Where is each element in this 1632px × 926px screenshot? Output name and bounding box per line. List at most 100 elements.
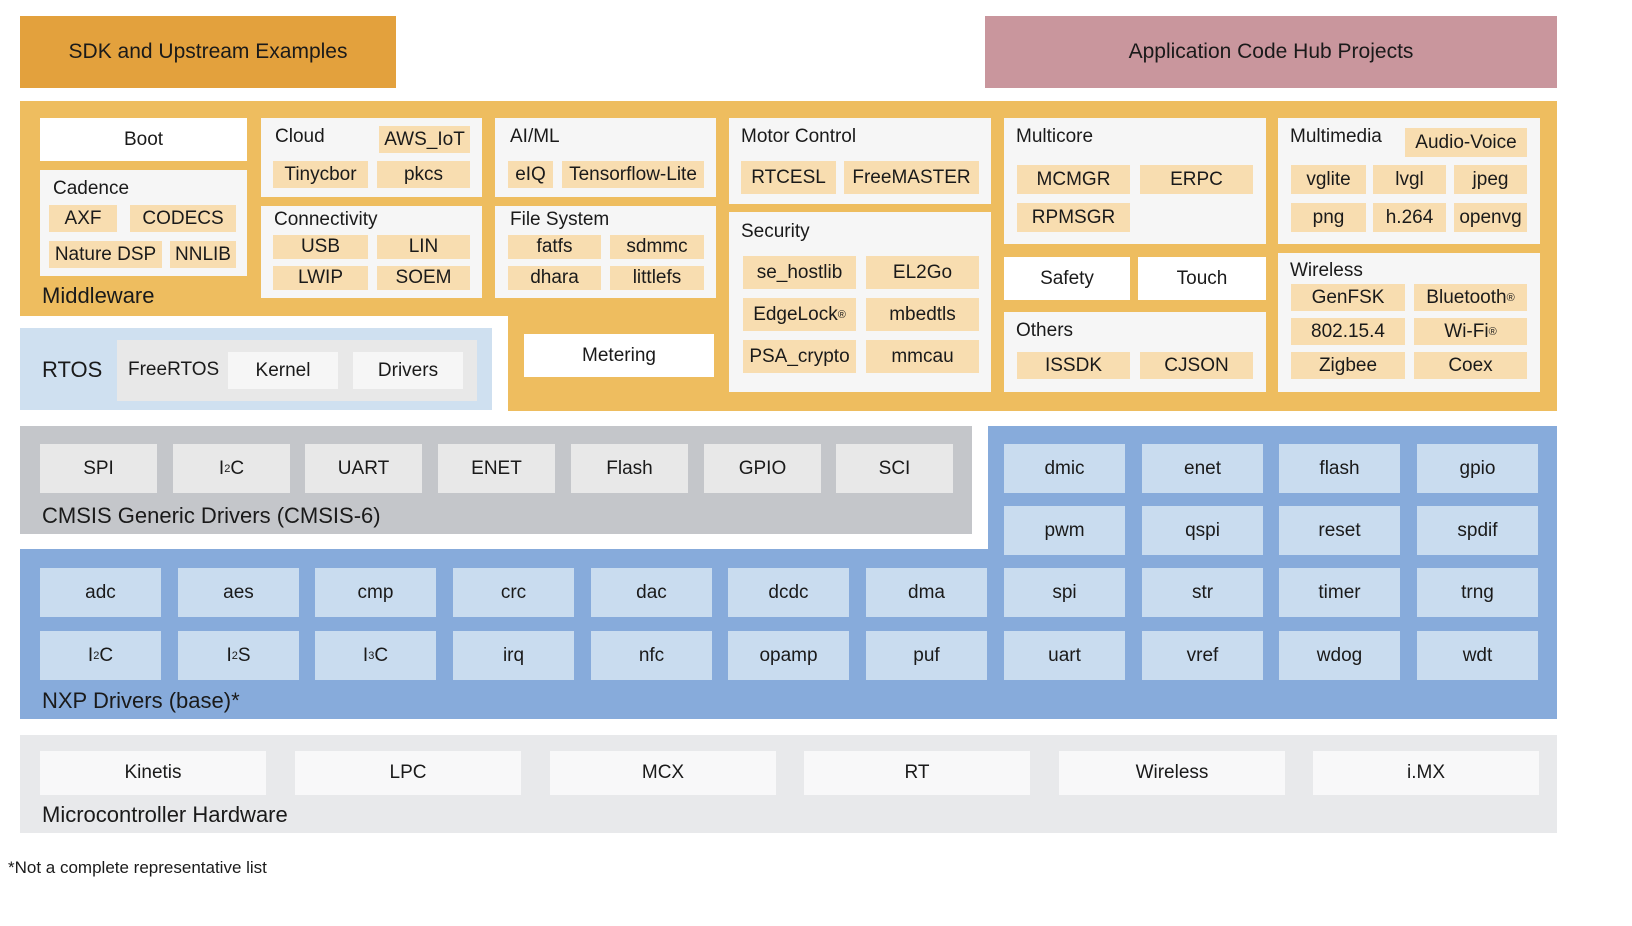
filesystem-item: fatfs — [508, 235, 601, 259]
nxp-driver: enet — [1142, 444, 1263, 493]
aiml-title: AI/ML — [510, 126, 560, 147]
security-title: Security — [741, 221, 810, 242]
cmsis-i2c-label: I — [218, 457, 225, 479]
security-item: mmcau — [866, 340, 979, 373]
nxp-driver: crc — [453, 568, 574, 617]
multimedia-item: lvgl — [1373, 165, 1446, 194]
nxp-driver: dma — [866, 568, 987, 617]
hardware-item: RT — [804, 751, 1030, 795]
multimedia-item: h.264 — [1373, 203, 1446, 232]
nxp-driver: irq — [453, 631, 574, 680]
i3c-label: I — [362, 644, 369, 666]
security-item: EL2Go — [866, 256, 979, 289]
motor-title: Motor Control — [741, 126, 857, 147]
others-title: Others — [1016, 320, 1074, 341]
nxp-driver: str — [1142, 568, 1263, 617]
multimedia-item: jpeg — [1454, 165, 1527, 194]
multimedia-item: Audio-Voice — [1405, 128, 1527, 157]
i2s-label: I — [226, 644, 232, 666]
hardware-panel — [20, 735, 1557, 833]
nxp-driver: vref — [1142, 631, 1263, 680]
multicore-title: Multicore — [1016, 126, 1094, 147]
cmsis-item: SCI — [836, 444, 953, 493]
nxp-driver: uart — [1004, 631, 1125, 680]
motor-item: FreeMASTER — [844, 161, 979, 194]
safety-label: Safety — [1040, 267, 1094, 289]
nxp-driver: pwm — [1004, 506, 1125, 555]
security-item: se_hostlib — [743, 256, 856, 289]
cadence-item: CODECS — [130, 205, 236, 232]
cmsis-label: CMSIS Generic Drivers (CMSIS-6) — [42, 503, 381, 528]
wireless-item: Coex — [1414, 352, 1527, 379]
wireless-item: 802.15.4 — [1291, 318, 1405, 345]
multimedia-title: Multimedia — [1290, 126, 1382, 147]
bluetooth-label: Bluetooth — [1426, 286, 1507, 308]
nxp-driver: puf — [866, 631, 987, 680]
nxp-driver: reset — [1279, 506, 1400, 555]
hardware-item: LPC — [295, 751, 521, 795]
nxp-driver: trng — [1417, 568, 1538, 617]
cloud-item: Tinycbor — [273, 161, 368, 188]
ach-header: Application Code Hub Projects — [985, 16, 1557, 88]
cloud-item: AWS_IoT — [379, 126, 470, 153]
boot-box: Boot — [40, 118, 247, 161]
connectivity-item: USB — [273, 235, 368, 259]
hardware-item: Kinetis — [40, 751, 266, 795]
cmsis-item: UART — [305, 444, 422, 493]
nxp-driver: timer — [1279, 568, 1400, 617]
filesystem-item: littlefs — [610, 266, 704, 290]
connectivity-item: LIN — [377, 235, 470, 259]
multicore-item: RPMSGR — [1017, 203, 1130, 232]
sdk-header: SDK and Upstream Examples — [20, 16, 396, 88]
filesystem-title: File System — [510, 209, 610, 230]
hardware-item: Wireless — [1059, 751, 1285, 795]
rtos-item: Drivers — [353, 352, 463, 389]
i2c-suffix: C — [99, 644, 114, 666]
multimedia-item: openvg — [1454, 203, 1527, 232]
wireless-title: Wireless — [1290, 260, 1363, 281]
nxp-driver: dac — [591, 568, 712, 617]
metering-box: Metering — [524, 334, 714, 377]
cmsis-item: SPI — [40, 444, 157, 493]
filesystem-item: dhara — [508, 266, 601, 290]
ach-header-label: Application Code Hub Projects — [1128, 40, 1414, 63]
multimedia-item: png — [1291, 203, 1366, 232]
metering-label: Metering — [582, 344, 656, 366]
nxp-driver: cmp — [315, 568, 436, 617]
others-item: CJSON — [1140, 352, 1253, 379]
wifi-label: Wi-Fi — [1444, 320, 1489, 342]
cmsis-item: ENET — [438, 444, 555, 493]
filesystem-item: sdmmc — [610, 235, 704, 259]
cloud-title: Cloud — [275, 126, 325, 147]
cmsis-item: GPIO — [704, 444, 821, 493]
wireless-item: GenFSK — [1291, 284, 1405, 311]
cadence-item: NNLIB — [170, 241, 236, 268]
nxp-driver: nfc — [591, 631, 712, 680]
nxp-driver: aes — [178, 568, 299, 617]
others-item: ISSDK — [1017, 352, 1130, 379]
hardware-item: MCX — [550, 751, 776, 795]
motor-item: RTCESL — [741, 161, 836, 194]
connectivity-item: SOEM — [377, 266, 470, 290]
wireless-item: Zigbee — [1291, 352, 1405, 379]
footnote: *Not a complete representative list — [8, 858, 267, 877]
multicore-item: MCMGR — [1017, 165, 1130, 194]
nxp-driver: qspi — [1142, 506, 1263, 555]
cloud-item: pkcs — [377, 161, 470, 188]
connectivity-title: Connectivity — [274, 209, 378, 230]
aiml-item: eIQ — [508, 161, 553, 188]
nxp-label: NXP Drivers (base)* — [42, 688, 240, 713]
safety-box: Safety — [1004, 257, 1130, 300]
boot-label: Boot — [123, 128, 164, 150]
hardware-label: Microcontroller Hardware — [42, 802, 288, 827]
nxp-driver: opamp — [728, 631, 849, 680]
cmsis-i2c-suffix: C — [230, 457, 245, 479]
nxp-driver: spdif — [1417, 506, 1538, 555]
nxp-driver: dcdc — [728, 568, 849, 617]
security-item: mbedtls — [866, 298, 979, 331]
cmsis-item: Flash — [571, 444, 688, 493]
